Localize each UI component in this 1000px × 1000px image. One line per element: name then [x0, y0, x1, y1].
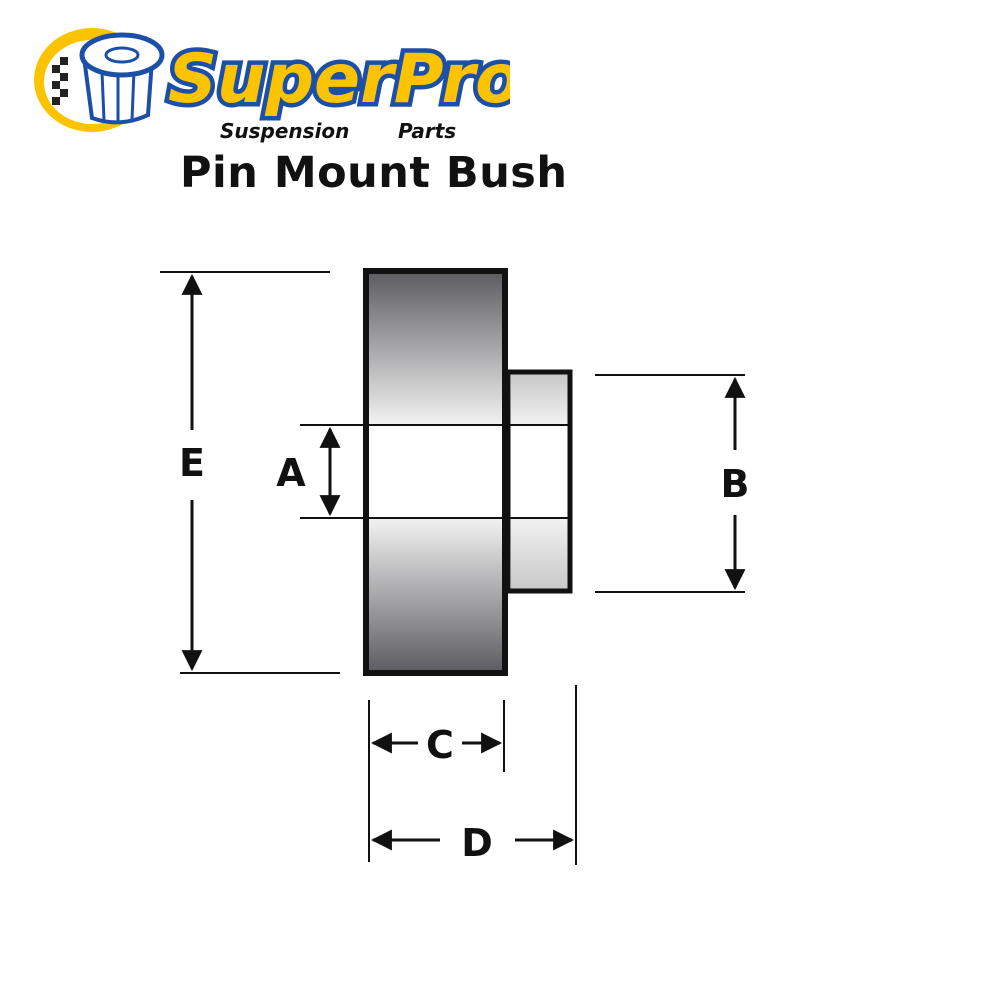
- bush-pin-shoulder: [505, 369, 573, 594]
- page-title: Pin Mount Bush: [180, 148, 568, 198]
- superpro-logo: SuperPro Suspension Parts: [34, 28, 510, 143]
- checkered-flag-icon: [52, 57, 68, 105]
- bush-body: [363, 268, 508, 676]
- dimension-c-label: C: [426, 723, 454, 767]
- logo-tagline-left: Suspension: [220, 119, 349, 143]
- logo-wordmark: SuperPro: [168, 40, 510, 119]
- bush-icon: [79, 32, 165, 125]
- dimension-b-label: B: [721, 462, 750, 506]
- dimension-e-label: E: [179, 441, 205, 485]
- logo-tagline-right: Parts: [398, 119, 456, 143]
- extension-lines: [160, 271, 745, 865]
- dimension-d-label: D: [461, 821, 493, 865]
- dimension-a-label: A: [276, 451, 306, 495]
